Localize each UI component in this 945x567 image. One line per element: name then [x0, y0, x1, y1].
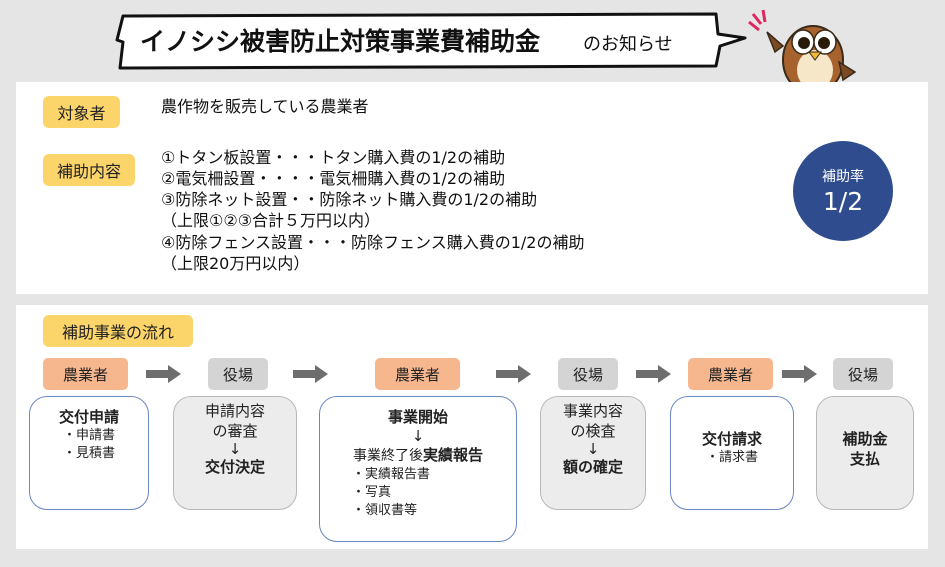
flow-arrow-icon: [636, 365, 671, 383]
rate-label: 補助率: [822, 169, 864, 185]
content-line-1: ①トタン板設置・・・トタン購入費の1/2の補助: [161, 148, 506, 167]
flow-arrow-icon: [496, 365, 531, 383]
step-report-title: 実績報告: [422, 446, 483, 464]
rate-value: 1/2: [822, 187, 864, 216]
step-project-bullet-1: ・実績報告書: [352, 467, 431, 482]
step-confirm-box: 事業内容 の検査 ↓ 額の確定: [540, 396, 646, 510]
step-decision-pre-2: の審査: [212, 422, 258, 440]
page-title-suffix: のお知らせ: [583, 34, 673, 55]
role-office-1: 役場: [208, 358, 268, 390]
target-text: 農作物を販売している農業者: [161, 97, 369, 116]
bird-mascot-icon: [748, 9, 857, 101]
content-line-6: （上限20万円以内）: [161, 254, 310, 273]
subsidy-rate-badge: 補助率 1/2: [793, 141, 893, 241]
step-project-bullet-2: ・写真: [352, 485, 392, 500]
role-farmer-3: 農業者: [688, 358, 773, 390]
step-application-bullet-1: ・申請書: [62, 428, 115, 443]
step-application-box: 交付申請 ・申請書 ・見積書: [29, 396, 149, 510]
step-confirm-pre-2: の検査: [570, 422, 616, 440]
step-request-box: 交付請求 ・請求書: [670, 396, 794, 510]
step-payment-box: 補助金 支払: [816, 396, 914, 510]
step-project-box: 事業開始 ↓ 事業終了後実績報告 ・実績報告書 ・写真 ・領収書等: [319, 396, 517, 542]
step-payment-title-1: 補助金: [842, 430, 888, 448]
step-project-title: 事業開始: [387, 408, 448, 426]
role-farmer-2: 農業者: [375, 358, 460, 390]
content-line-3: ③防除ネット設置・・防除ネット購入費の1/2の補助: [161, 190, 538, 209]
step-decision-title: 交付決定: [204, 458, 265, 476]
step-request-bullet-1: ・請求書: [705, 450, 758, 465]
content-tag: 補助内容: [43, 154, 135, 186]
step-report-prefix: 事業終了後: [352, 448, 423, 464]
step-decision-box: 申請内容 の審査 ↓ 交付決定: [173, 396, 297, 510]
page-title: イノシシ被害防止対策事業費補助金: [140, 27, 541, 56]
step-application-bullet-2: ・見積書: [62, 446, 115, 461]
content-line-2: ②電気柵設置・・・・電気柵購入費の1/2の補助: [161, 169, 506, 188]
content-line-4: （上限①②③合計５万円以内）: [161, 211, 381, 230]
step-confirm-title: 額の確定: [562, 458, 623, 476]
target-tag: 対象者: [43, 96, 120, 128]
flow-arrow-icon: [782, 365, 817, 383]
flow-arrow-icon: [146, 365, 181, 383]
down-arrow-icon: ↓: [586, 440, 600, 458]
info-panel: [16, 82, 928, 294]
flow-tag: 補助事業の流れ: [43, 315, 193, 347]
content-line-5: ④防除フェンス設置・・・防除フェンス購入費の1/2の補助: [161, 233, 585, 252]
step-application-title: 交付申請: [58, 408, 119, 426]
role-office-3: 役場: [833, 358, 893, 390]
title-speech-bubble: [115, 12, 747, 70]
flow-arrow-icon: [293, 365, 328, 383]
step-request-title: 交付請求: [701, 430, 762, 448]
role-farmer-1: 農業者: [43, 358, 128, 390]
down-arrow-icon: ↓: [411, 427, 425, 445]
down-arrow-icon: ↓: [228, 440, 242, 458]
step-project-bullet-3: ・領収書等: [352, 503, 418, 518]
step-payment-title-2: 支払: [849, 450, 880, 468]
step-confirm-pre-1: 事業内容: [562, 402, 623, 420]
role-office-2: 役場: [558, 358, 618, 390]
step-decision-pre-1: 申請内容: [204, 402, 265, 420]
